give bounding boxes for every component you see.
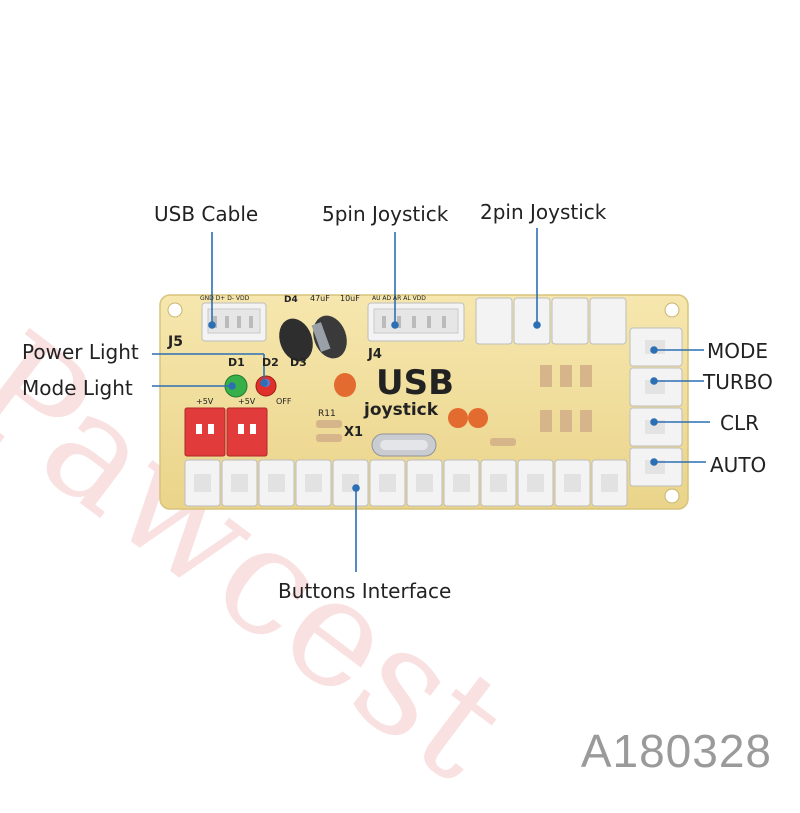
silk-pwr1: +5V	[196, 397, 214, 406]
silk-d2: D2	[262, 356, 279, 369]
label-auto: AUTO	[710, 453, 767, 477]
silk-d4: D4	[284, 295, 298, 305]
side-connectors	[629, 327, 683, 487]
button-connector-socket	[601, 474, 618, 492]
label-2pin-joystick: 2pin Joystick	[480, 200, 607, 224]
label-power-light: Power Light	[22, 340, 139, 364]
button-connector-socket	[564, 474, 581, 492]
silkscreen: USB joystick J5 J4 X1 D1 D2 D3 D4 R11 47…	[167, 294, 454, 440]
label-clr: CLR	[720, 411, 760, 435]
callout-lines	[152, 228, 710, 572]
button-connector-socket	[527, 474, 544, 492]
capacitors	[279, 315, 356, 397]
buttons-connectors	[184, 459, 628, 507]
silk-j4-pins: AU AD AR AL VDD	[372, 295, 426, 302]
label-mode: MODE	[707, 339, 769, 363]
silk-pwr2: +5V	[238, 397, 256, 406]
button-connector-socket	[268, 474, 285, 492]
mount-hole-right	[664, 302, 680, 318]
board-subtitle: joystick	[363, 400, 439, 420]
silk-j5: J5	[167, 334, 183, 350]
silk-off: OFF	[276, 397, 292, 406]
label-usb-cable: USB Cable	[154, 202, 259, 226]
label-turbo: TURBO	[703, 370, 773, 394]
silk-cap2: 10uF	[340, 294, 360, 303]
silk-x1: X1	[344, 425, 363, 440]
button-connector-socket	[379, 474, 396, 492]
button-connector-socket	[305, 474, 322, 492]
silk-d3: D3	[290, 356, 307, 369]
silk-usb-pins: GND D+ D- VDD	[200, 295, 250, 302]
joystick-5pin-connector-j4	[367, 302, 465, 342]
silk-cap1: 47uF	[310, 294, 330, 303]
small-components	[316, 365, 592, 446]
silk-d1: D1	[228, 356, 245, 369]
button-connector-socket	[231, 474, 248, 492]
silk-j4: J4	[367, 347, 382, 362]
button-connector-socket	[416, 474, 433, 492]
button-connector-socket	[453, 474, 470, 492]
usb-connector-j5	[201, 302, 267, 342]
silk-r11: R11	[318, 409, 336, 419]
mount-hole-bottom-right	[664, 488, 680, 504]
red-power-connectors	[184, 407, 268, 457]
joystick-2pin-connectors	[475, 297, 627, 345]
label-buttons-interface: Buttons Interface	[278, 579, 452, 603]
label-mode-light: Mode Light	[22, 376, 133, 400]
label-5pin-joystick: 5pin Joystick	[322, 202, 449, 226]
button-connector-socket	[194, 474, 211, 492]
image-code: A180328	[580, 725, 772, 777]
mount-hole-left	[167, 302, 183, 318]
button-connector-socket	[490, 474, 507, 492]
board-title: USB	[376, 363, 454, 403]
